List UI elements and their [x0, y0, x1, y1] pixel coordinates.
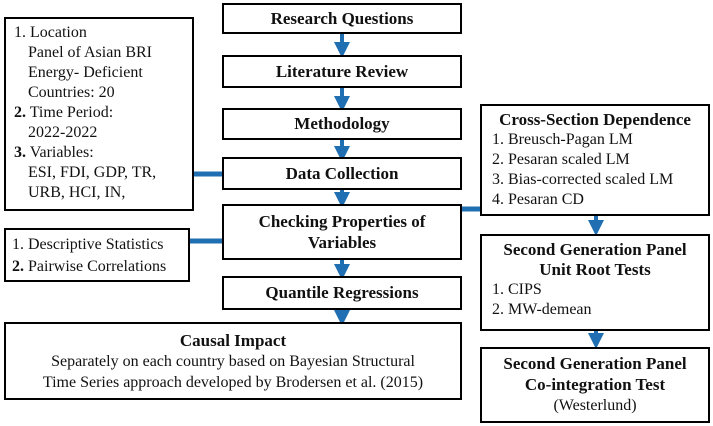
quantile-regressions-box: Quantile Regressions: [222, 276, 462, 310]
methodology-label: Methodology: [294, 114, 390, 133]
location-line-3: Countries: 20: [28, 84, 115, 101]
cross-section-dependence-box: Cross-Section Dependence 1. Breusch-Paga…: [480, 104, 710, 216]
study-scope-box: 1. Location Panel of Asian BRI Energy- D…: [4, 17, 194, 211]
quantile-regressions-label: Quantile Regressions: [265, 283, 419, 302]
variables-line-1: ESI, FDI, GDP, TR,: [28, 164, 157, 181]
literature-review-label: Literature Review: [275, 61, 409, 81]
causal-impact-title: Causal Impact: [179, 331, 287, 350]
research-questions-box: Research Questions: [222, 3, 462, 34]
unit-root-title-2: Unit Root Tests: [539, 260, 651, 279]
literature-review-box: Literature Review: [222, 55, 462, 88]
location-line-2: Energy- Deficient: [28, 64, 143, 81]
descriptive-statistics-item: 1. Descriptive Statistics: [12, 236, 164, 253]
data-collection-box: Data Collection: [222, 157, 462, 190]
checking-properties-line1: Checking Properties of: [258, 212, 426, 231]
variables-item: 3. Variables:: [14, 144, 94, 161]
cointegration-title-1: Second Generation Panel: [503, 354, 687, 373]
location-line-1: Panel of Asian BRI: [28, 44, 152, 61]
variable-properties-box: 1. Descriptive Statistics 2. Pairwise Co…: [4, 228, 190, 282]
csd-item-3: 3. Bias-corrected scaled LM: [492, 171, 674, 188]
csd-item-1: 1. Breusch-Pagan LM: [492, 131, 633, 148]
time-period-item: 2. Time Period:: [14, 104, 114, 121]
causal-impact-box: Causal Impact Separately on each country…: [4, 322, 462, 400]
causal-impact-line-1: Separately on each country based on Baye…: [51, 353, 415, 370]
unit-root-tests-box: Second Generation Panel Unit Root Tests …: [480, 234, 710, 331]
csd-item-4: 4. Pesaran CD: [492, 191, 584, 208]
checking-properties-line2: Variables: [307, 233, 377, 252]
cointegration-subtitle: (Westerlund): [553, 397, 637, 414]
csd-item-2: 2. Pesaran scaled LM: [492, 151, 630, 168]
data-collection-label: Data Collection: [285, 163, 399, 183]
unit-root-item-2: 2. MW-demean: [492, 301, 592, 318]
cointegration-test-box: Second Generation Panel Co-integration T…: [480, 347, 710, 423]
methodology-box: Methodology: [222, 108, 462, 140]
csd-title: Cross-Section Dependence: [499, 110, 691, 129]
cointegration-title-2: Co-integration Test: [524, 375, 666, 394]
causal-impact-line-2: Time Series approach developed by Broder…: [42, 374, 424, 391]
unit-root-title-1: Second Generation Panel: [503, 240, 687, 259]
checking-properties-box: Checking Properties of Variables: [222, 204, 462, 260]
location-item: 1. Location: [14, 24, 87, 41]
time-period-value: 2022-2022: [28, 124, 98, 141]
variables-line-2: URB, HCI, IN,: [28, 184, 126, 201]
pairwise-correlations-item: 2. Pairwise Correlations: [12, 258, 167, 275]
research-questions-label: Research Questions: [270, 8, 414, 28]
unit-root-item-1: 1. CIPS: [492, 281, 542, 298]
